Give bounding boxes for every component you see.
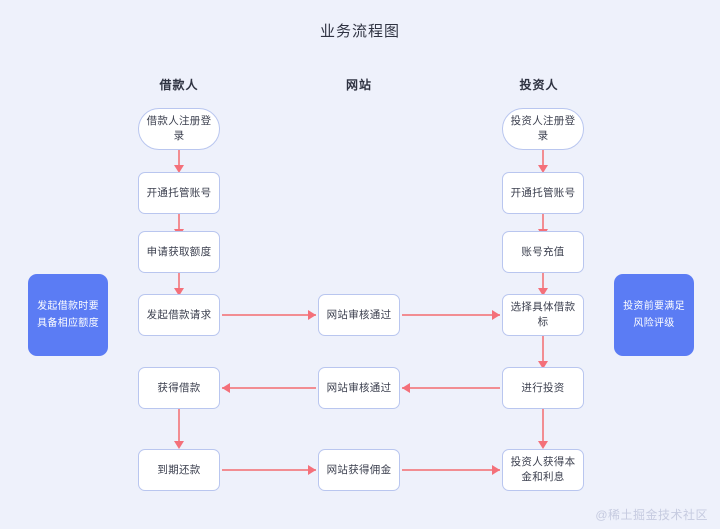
arrow-b4-to-w1 <box>222 309 316 321</box>
arrow-i5-i6 <box>538 409 548 449</box>
page-title: 业务流程图 <box>319 23 400 40</box>
note-investor-risk-assessment: 投资前要满足风险评级 <box>614 274 694 356</box>
node-borrower-open-custody-account[interactable]: 开通托管账号 <box>138 172 220 214</box>
node-borrower-receive-loan[interactable]: 获得借款 <box>138 367 220 409</box>
arrow-i1-i2 <box>538 150 548 173</box>
arrow-i5-to-w2 <box>402 382 500 394</box>
column-header-website: 网站 <box>345 78 372 92</box>
arrow-b1-b2 <box>174 150 184 173</box>
node-website-review-passed-2[interactable]: 网站审核通过 <box>318 367 400 409</box>
node-investor-open-custody-account[interactable]: 开通托管账号 <box>502 172 584 214</box>
node-investor-register-login[interactable]: 投资人注册登录 <box>502 108 584 150</box>
node-borrower-apply-credit-limit[interactable]: 申请获取额度 <box>138 231 220 273</box>
arrow-i4-i5 <box>538 336 548 369</box>
column-header-investor: 投资人 <box>519 78 559 92</box>
column-header-borrower: 借款人 <box>159 78 199 92</box>
arrow-w2-to-b5 <box>222 382 316 394</box>
node-borrower-register-login[interactable]: 借款人注册登录 <box>138 108 220 150</box>
arrow-w1-to-i4 <box>402 309 500 321</box>
node-investor-make-investment[interactable]: 进行投资 <box>502 367 584 409</box>
node-investor-account-topup[interactable]: 账号充值 <box>502 231 584 273</box>
note-borrower-credit-requirement: 发起借款时要具备相应额度 <box>28 274 108 356</box>
arrow-i3-i4 <box>538 273 548 296</box>
node-borrower-repay-on-maturity[interactable]: 到期还款 <box>138 449 220 491</box>
node-borrower-initiate-loan-request[interactable]: 发起借款请求 <box>138 294 220 336</box>
node-investor-receive-principal-interest[interactable]: 投资人获得本金和利息 <box>502 449 584 491</box>
arrow-b6-to-w3 <box>222 464 316 476</box>
watermark: @稀土掘金技术社区 <box>595 508 708 522</box>
node-website-review-passed-1[interactable]: 网站审核通过 <box>318 294 400 336</box>
arrow-w3-to-i6 <box>402 464 500 476</box>
node-website-receive-commission[interactable]: 网站获得佣金 <box>318 449 400 491</box>
arrow-b3-b4 <box>174 273 184 296</box>
arrow-b5-b6 <box>174 409 184 449</box>
node-investor-select-loan-target[interactable]: 选择具体借款标 <box>502 294 584 336</box>
